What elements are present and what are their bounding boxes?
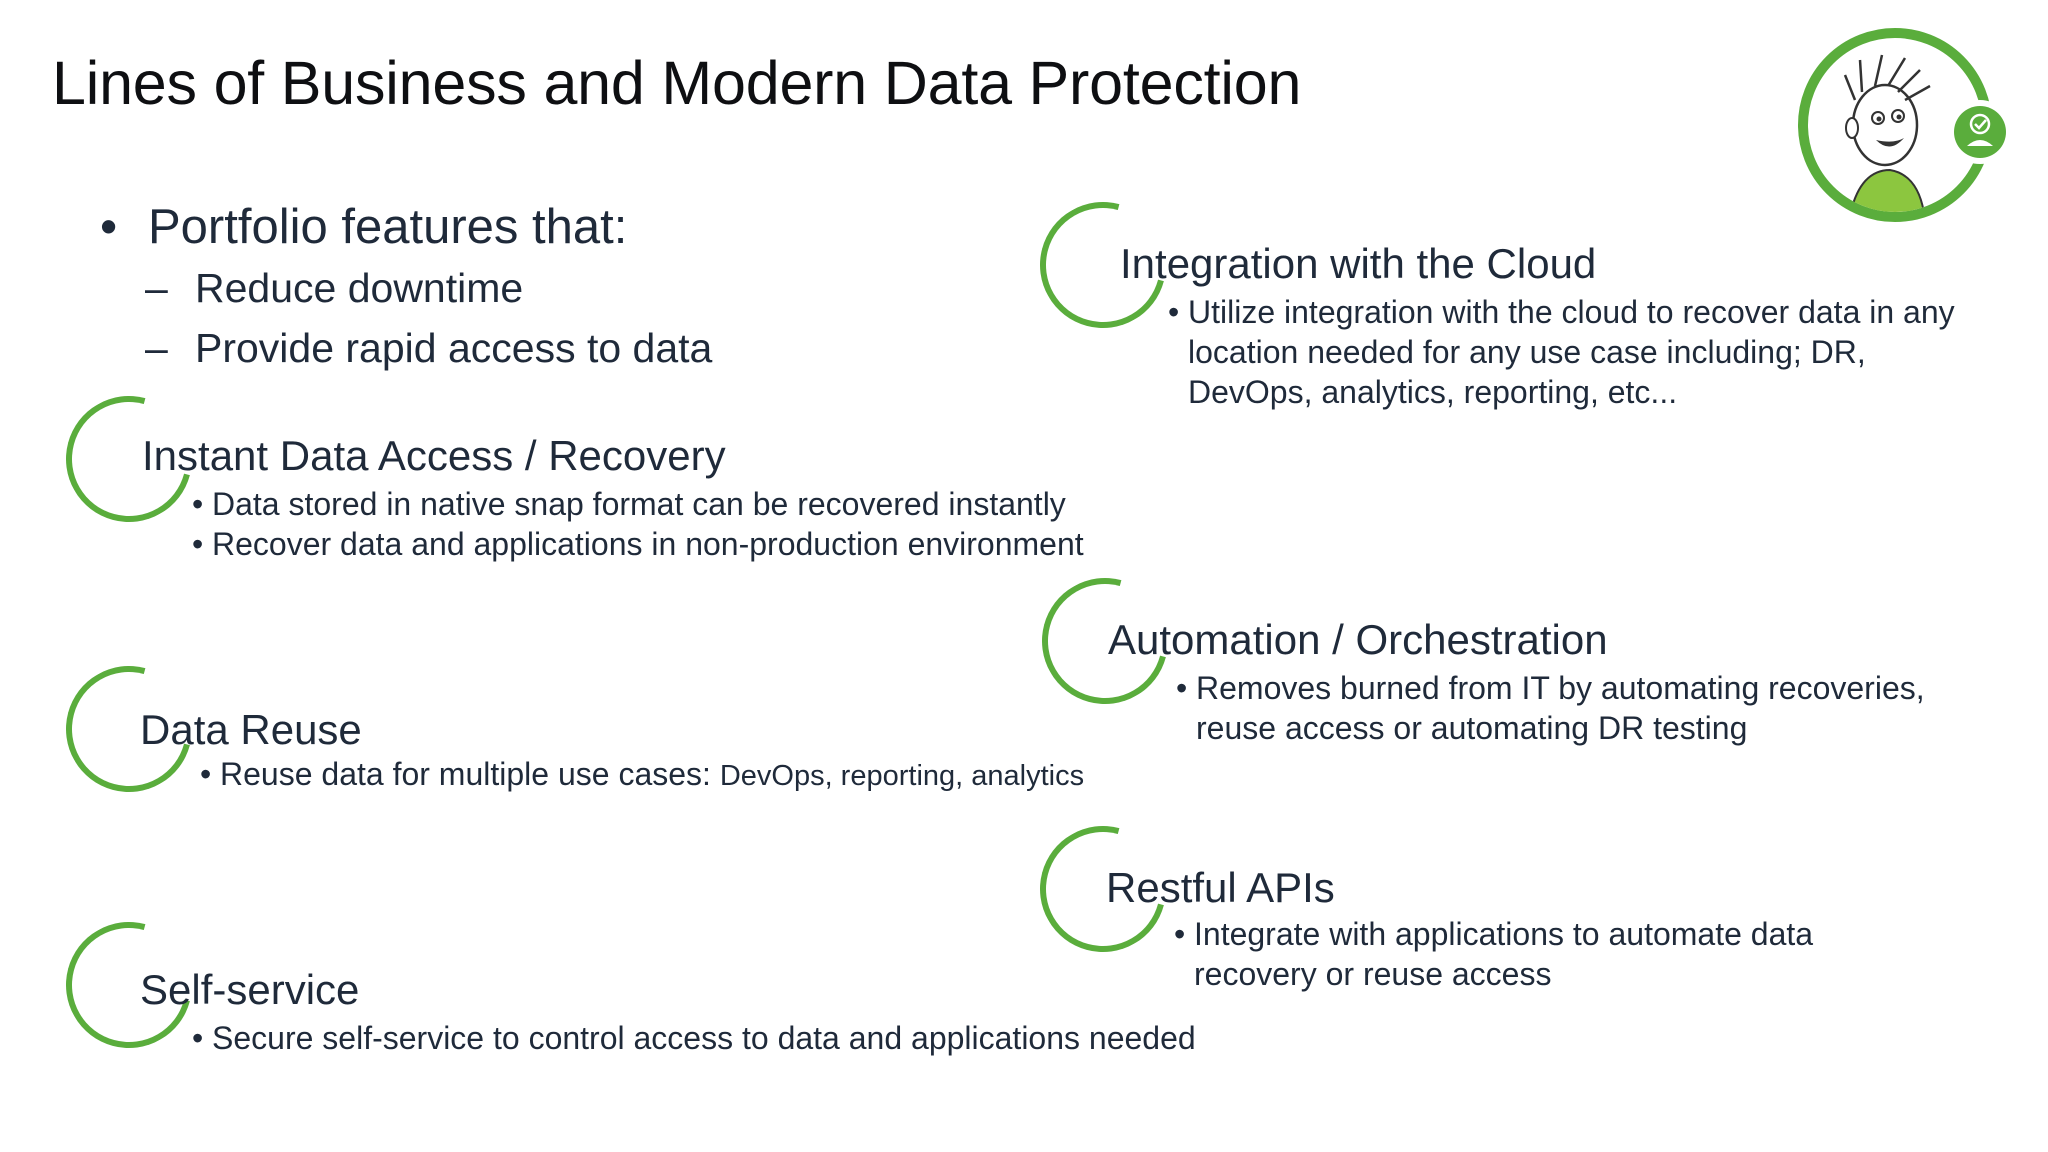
feature-bullets: •Removes burned from IT by automating re… <box>1176 668 1925 748</box>
feature-bullet: •Secure self-service to control access t… <box>192 1018 1196 1058</box>
dash-glyph: – <box>145 325 168 371</box>
slide-title: Lines of Business and Modern Data Protec… <box>52 49 1302 117</box>
intro-list: • Portfolio features that: –Reduce downti… <box>100 196 712 378</box>
dash-glyph: – <box>145 265 168 311</box>
feature-bullets: •Integrate with applications to automate… <box>1174 914 1813 994</box>
feature-title: Automation / Orchestration <box>1108 616 1608 663</box>
feature-bullet: •Integrate with applications to automate… <box>1174 914 1813 954</box>
feature-bullet: •Utilize integration with the cloud to r… <box>1168 292 1955 332</box>
feature-bullet-text: Reuse data for multiple use cases: <box>220 756 720 792</box>
bullet-glyph: • <box>200 756 212 792</box>
intro-subitem-text: Provide rapid access to data <box>195 325 713 371</box>
feature-bullet-text: Data stored in native snap format can be… <box>212 486 1066 522</box>
feature-title: Integration with the Cloud <box>1120 240 1597 287</box>
feature-bullet-continuation: reuse access or automating DR testing <box>1196 710 1748 746</box>
intro-subitem: –Provide rapid access to data <box>100 318 712 378</box>
feature-bullet-continuation: location needed for any use case includi… <box>1188 334 1866 370</box>
bullet-glyph: • <box>192 526 204 562</box>
feature-title: Restful APIs <box>1106 864 1335 911</box>
bullet-glyph: • <box>100 200 118 254</box>
bullet-glyph: • <box>1176 670 1188 706</box>
bullet-glyph: • <box>1174 916 1186 952</box>
feature-bullet-text: Utilize integration with the cloud to re… <box>1188 294 1955 330</box>
bullet-glyph: • <box>1168 294 1180 330</box>
feature-bullets: •Secure self-service to control access t… <box>192 1018 1196 1058</box>
feature-bullet-continuation: DevOps, analytics, reporting, etc... <box>1188 374 1678 410</box>
bullet-glyph: • <box>192 486 204 522</box>
feature-title: Instant Data Access / Recovery <box>142 432 726 479</box>
intro-heading-text: Portfolio features that: <box>148 200 628 254</box>
cartoon-mascot-badge-icon <box>1798 28 2012 222</box>
feature-bullet-continuation: recovery or reuse access <box>1194 956 1552 992</box>
feature-bullet-text: Removes burned from IT by automating rec… <box>1196 670 1925 706</box>
feature-bullet-text: Integrate with applications to automate … <box>1194 916 1814 952</box>
feature-bullet: •Removes burned from IT by automating re… <box>1176 668 1925 708</box>
feature-bullets: •Utilize integration with the cloud to r… <box>1168 292 1955 412</box>
intro-heading: • Portfolio features that: <box>100 196 712 258</box>
intro-subitem-text: Reduce downtime <box>195 265 524 311</box>
intro-subitem: –Reduce downtime <box>100 258 712 318</box>
feature-bullet: •Reuse data for multiple use cases: DevO… <box>200 754 1084 796</box>
feature-bullet: •Recover data and applications in non-pr… <box>192 524 1084 564</box>
feature-bullets: •Data stored in native snap format can b… <box>192 484 1084 564</box>
feature-bullet-text: Recover data and applications in non-pro… <box>212 526 1084 562</box>
feature-title: Self-service <box>140 966 360 1013</box>
feature-bullet-text-small: DevOps, reporting, analytics <box>719 760 1085 792</box>
feature-bullets: •Reuse data for multiple use cases: DevO… <box>200 754 1084 796</box>
bullet-glyph: • <box>192 1020 204 1056</box>
feature-bullet: •Data stored in native snap format can b… <box>192 484 1084 524</box>
feature-bullet-text: Secure self-service to control access to… <box>212 1020 1196 1056</box>
feature-title: Data Reuse <box>140 706 362 753</box>
